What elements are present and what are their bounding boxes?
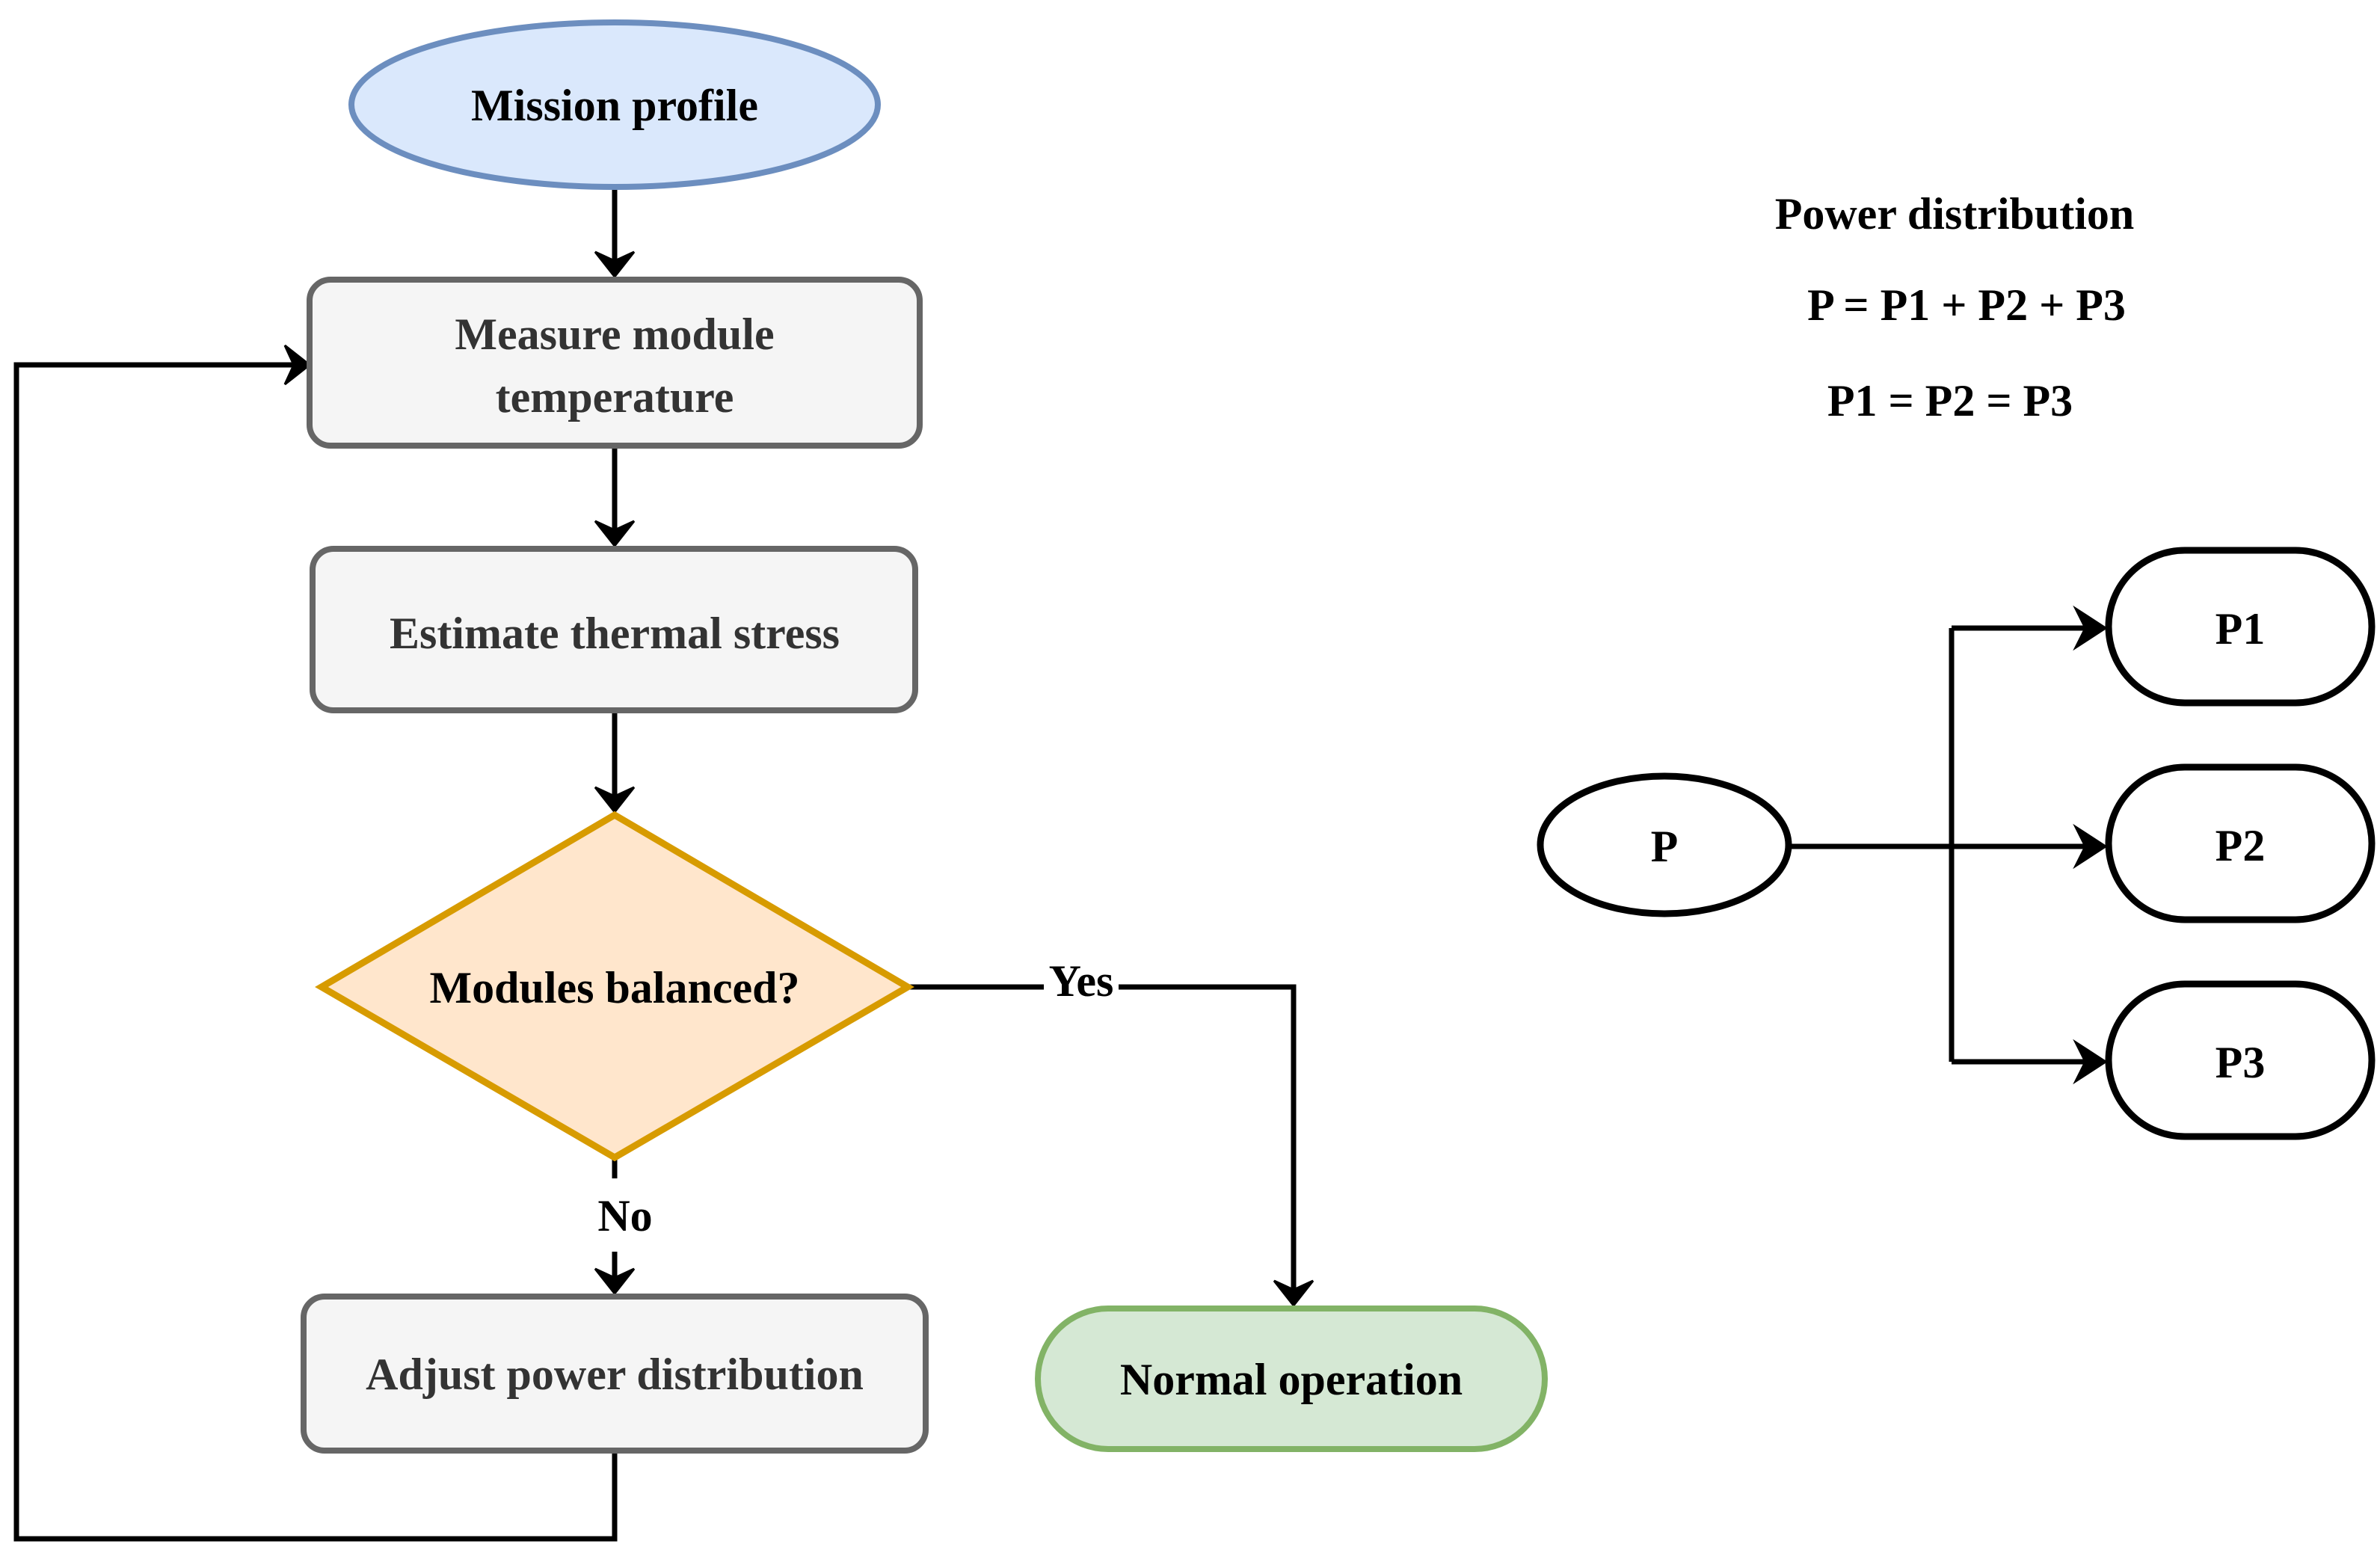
- adjust-node-label: Adjust power distribution: [366, 1350, 864, 1399]
- arrowhead-measure: [594, 250, 636, 279]
- edge-loop-back: [13, 362, 618, 1542]
- end-node-label: Normal operation: [1120, 1355, 1463, 1404]
- arrowhead-p1: [2073, 605, 2108, 651]
- target-p3-node: P3: [2105, 980, 2376, 1140]
- arrowhead-adjust: [594, 1267, 636, 1296]
- target-p2-label: P2: [2216, 821, 2266, 870]
- power-equation-sum: P = P1 + P2 + P3: [1807, 280, 2126, 330]
- source-p-node: P: [1537, 772, 1792, 917]
- measure-node-label-line1: Measure module: [455, 310, 774, 359]
- adjust-power-node: Adjust power distribution: [301, 1294, 929, 1454]
- power-distribution-notes: Power distribution P = P1 + P2 + P3 P1 =…: [1775, 189, 2135, 425]
- no-label: No: [597, 1191, 652, 1240]
- estimate-node-label: Estimate thermal stress: [390, 609, 840, 658]
- arrowhead-p3: [2073, 1039, 2108, 1085]
- measure-node-label-line2: temperature: [496, 372, 734, 422]
- source-p-label: P: [1651, 822, 1679, 871]
- target-p3-label: P3: [2216, 1038, 2266, 1087]
- arrowhead-end: [1273, 1279, 1314, 1308]
- power-split-edges: [1790, 605, 2108, 1085]
- target-p2-node: P2: [2105, 763, 2376, 923]
- estimate-stress-node: Estimate thermal stress: [310, 546, 918, 713]
- start-node: Mission profile: [348, 19, 881, 190]
- arrowhead-decision: [594, 786, 636, 814]
- yes-label: Yes: [1049, 956, 1114, 1006]
- arrowhead-loop: [283, 344, 312, 386]
- edge-decision-to-end: [908, 984, 1297, 1292]
- arrowhead-p2: [2073, 823, 2108, 870]
- arrowhead-estimate: [594, 520, 636, 548]
- target-p1-label: P1: [2216, 604, 2266, 654]
- decision-node-label: Modules balanced?: [429, 963, 799, 1012]
- power-distribution-title: Power distribution: [1775, 189, 2135, 239]
- measure-temperature-node: Measure module temperature: [307, 277, 923, 449]
- target-p1-node: P1: [2105, 547, 2376, 707]
- end-node: Normal operation: [1035, 1306, 1548, 1452]
- power-equation-equal: P1 = P2 = P3: [1827, 376, 2073, 425]
- flowchart-edges: [13, 187, 1314, 1542]
- decision-node: Modules balanced?: [315, 811, 914, 1162]
- start-node-label: Mission profile: [471, 81, 758, 130]
